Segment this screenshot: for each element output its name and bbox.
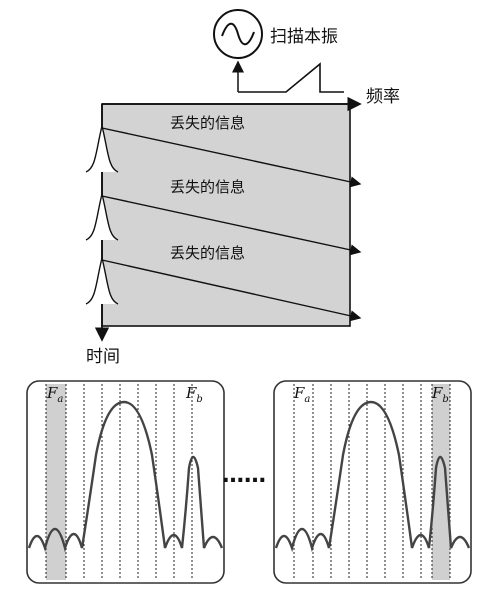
spectrum-panel-right: Fa Fb [273, 380, 472, 584]
sweep-line-2 [101, 195, 362, 256]
sweep-area [101, 103, 351, 327]
label-fa: Fa [46, 384, 63, 405]
sine-wave-icon [221, 22, 255, 46]
panel-frame [273, 380, 472, 584]
spectrum-curve [27, 400, 224, 553]
frequency-axis-label: 频率 [366, 87, 400, 107]
pulse-glyph-2 [85, 193, 119, 241]
pulse-glyph-1 [85, 125, 119, 173]
spectrum-curve [274, 400, 471, 553]
highlight-bar-fa [46, 384, 66, 580]
highlight-bar-fb [432, 384, 450, 580]
label-fb: Fb [431, 384, 449, 405]
label-fa: Fa [293, 384, 310, 405]
sweep-line-1 [101, 127, 362, 188]
sawtooth-ramp-icon [238, 62, 344, 93]
sweep-area-group: 频率 时间 丢失的信息 丢失的信息 丢失的信息 [85, 87, 400, 367]
lost-info-label-2: 丢失的信息 [170, 178, 245, 196]
spectrum-panel-left: Fa Fb [26, 380, 225, 584]
oscillator-group: 扫描本振 [213, 9, 344, 93]
time-axis-label: 时间 [86, 347, 120, 367]
pulse-glyph-3 [85, 257, 119, 305]
panel-frame [26, 380, 225, 584]
ellipsis: …… [222, 463, 266, 488]
sweep-line-3 [101, 259, 362, 322]
lost-info-label-3: 丢失的信息 [170, 244, 245, 262]
label-fb: Fb [185, 384, 203, 405]
oscillator-label: 扫描本振 [270, 27, 338, 47]
lost-info-label-1: 丢失的信息 [170, 114, 245, 132]
